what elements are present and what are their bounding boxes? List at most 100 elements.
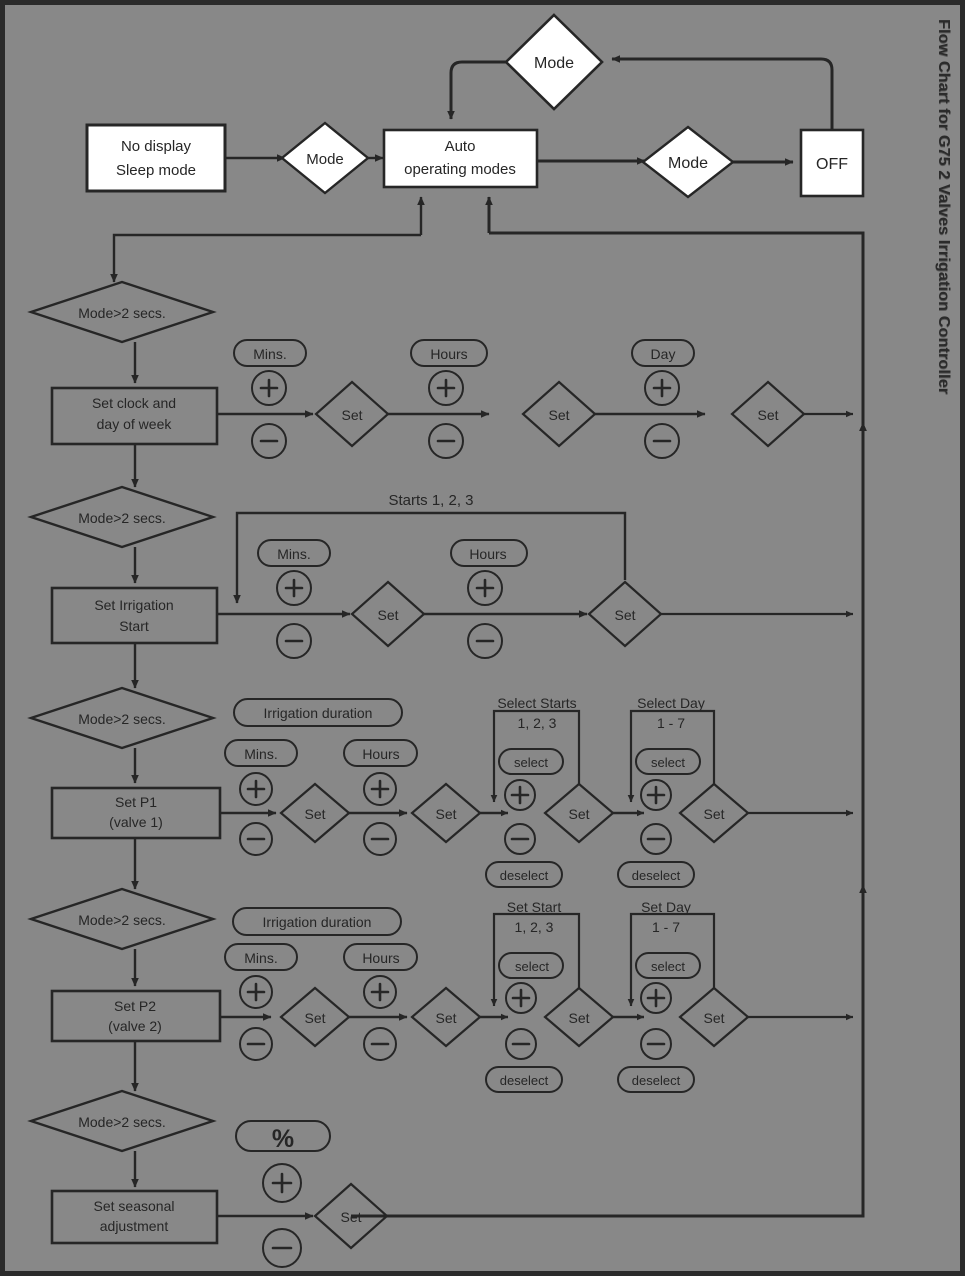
node-mode-top	[504, 13, 604, 111]
mode-1-label: Mode	[306, 151, 344, 168]
sleep-mode-line1: No display	[121, 138, 192, 155]
label-hours-start: Hours	[469, 546, 506, 562]
diamond-set-starts-p1	[543, 782, 615, 844]
minus-start-p2	[505, 1028, 537, 1060]
pill-percent	[235, 1120, 331, 1152]
set-hours-p2-label: Set	[435, 1010, 456, 1026]
loop-label-starts: Starts 1, 2, 3	[388, 492, 473, 509]
set-p2-line2: (valve 2)	[108, 1018, 162, 1034]
node-auto-operating-modes	[382, 128, 539, 189]
pill-day-clock	[631, 339, 695, 367]
pill-mins-p2	[224, 943, 298, 971]
gate-mode-2secs-2	[27, 485, 217, 549]
pill-duration-p2	[232, 907, 402, 936]
title-select-day-p1-line2: 1 - 7	[657, 715, 685, 731]
minus-mins-p1	[239, 822, 273, 856]
set-clock-line2: day of week	[97, 416, 173, 432]
pill-deselect-start-p2	[485, 1066, 563, 1093]
minus-day-clock	[644, 423, 680, 459]
label-duration-p1: Irrigation duration	[264, 705, 373, 721]
gate-mode-2secs-5	[27, 1089, 217, 1153]
diamond-set-mins-p2	[279, 986, 351, 1048]
set-mins-p2-label: Set	[304, 1010, 325, 1026]
pill-select-day-p1	[635, 748, 701, 775]
set-day-p1-label: Set	[703, 806, 724, 822]
set-mins-clock-label: Set	[341, 407, 362, 423]
flowchart-canvas: No display Sleep mode Mode Auto operatin…	[27, 13, 867, 1268]
diamond-set-mins-clock	[314, 380, 390, 448]
pill-hours-p1	[343, 739, 418, 767]
minus-day-p2	[640, 1028, 672, 1060]
pill-deselect-starts-p1	[485, 861, 563, 888]
gate-label-4: Mode>2 secs.	[78, 912, 166, 928]
node-mode-2	[641, 125, 735, 199]
label-hours-p2: Hours	[362, 950, 399, 966]
gate-label-2: Mode>2 secs.	[78, 510, 166, 526]
gate-label-1: Mode>2 secs.	[78, 305, 166, 321]
title-set-start-p2: Set Start	[507, 899, 562, 915]
plus-hours-start	[467, 570, 503, 606]
diamond-set-start-p2	[543, 986, 615, 1048]
plus-mins-clock	[251, 370, 287, 406]
pill-hours-start	[450, 539, 528, 567]
title-select-day-p1: Select Day	[637, 695, 705, 711]
label-select-start-p2: select	[515, 959, 549, 974]
minus-hours-start	[467, 623, 503, 659]
set-start-line2: Start	[119, 618, 149, 634]
pill-mins-clock	[233, 339, 307, 367]
pill-hours-p2	[343, 943, 418, 971]
plus-mins-p2	[239, 975, 273, 1009]
pill-hours-clock	[410, 339, 488, 367]
minus-mins-p2	[239, 1027, 273, 1061]
set-hours-p1-label: Set	[435, 806, 456, 822]
plus-hours-p1	[363, 772, 397, 806]
minus-hours-p1	[363, 822, 397, 856]
diamond-set-seasonal	[313, 1182, 389, 1250]
pill-duration-p1	[233, 698, 403, 727]
set-p1-line2: (valve 1)	[109, 814, 163, 830]
gate-mode-2secs-4	[27, 887, 217, 951]
set-hours-start-label: Set	[614, 607, 635, 623]
auto-line1: Auto	[445, 138, 476, 155]
off-label: OFF	[816, 156, 848, 173]
node-mode-1	[280, 121, 370, 195]
label-day-clock: Day	[651, 346, 676, 362]
minus-mins-start	[276, 623, 312, 659]
set-seasonal-line1: Set seasonal	[94, 1198, 175, 1214]
label-select-starts-p1: select	[514, 755, 548, 770]
plus-seasonal	[262, 1163, 302, 1203]
gate-label-5: Mode>2 secs.	[78, 1114, 166, 1130]
diamond-set-mins-start	[350, 580, 426, 648]
label-percent: %	[272, 1125, 294, 1153]
pill-select-starts-p1	[498, 748, 564, 775]
set-p2-line1: Set P2	[114, 998, 156, 1014]
pill-select-start-p2	[498, 952, 564, 979]
label-hours-p1: Hours	[362, 746, 399, 762]
pill-mins-p1	[224, 739, 298, 767]
pill-deselect-day-p2	[617, 1066, 695, 1093]
plus-mins-start	[276, 570, 312, 606]
gate-label-3: Mode>2 secs.	[78, 711, 166, 727]
plus-day-clock	[644, 370, 680, 406]
diamond-set-hours-p1	[410, 782, 482, 844]
minus-hours-p2	[363, 1027, 397, 1061]
set-day-p2-label: Set	[703, 1010, 724, 1026]
minus-seasonal	[262, 1228, 302, 1268]
label-select-day-p1: select	[651, 755, 685, 770]
page-title-vertical: Flow Chart for G75 2 Valves Irrigation C…	[935, 19, 952, 395]
minus-starts-p1	[504, 823, 536, 855]
label-deselect-day-p1: deselect	[632, 868, 681, 883]
set-p1-line1: Set P1	[115, 794, 157, 810]
set-mins-start-label: Set	[377, 607, 398, 623]
mode-2-label: Mode	[668, 155, 708, 172]
gate-mode-2secs-3	[27, 686, 217, 750]
label-hours-clock: Hours	[430, 346, 467, 362]
plus-mins-p1	[239, 772, 273, 806]
label-duration-p2: Irrigation duration	[263, 914, 372, 930]
mode-top-label: Mode	[534, 55, 574, 72]
set-seasonal-line2: adjustment	[100, 1218, 169, 1234]
label-deselect-start-p2: deselect	[500, 1073, 549, 1088]
node-sleep-mode	[85, 123, 227, 193]
sleep-mode-line2: Sleep mode	[116, 162, 196, 179]
